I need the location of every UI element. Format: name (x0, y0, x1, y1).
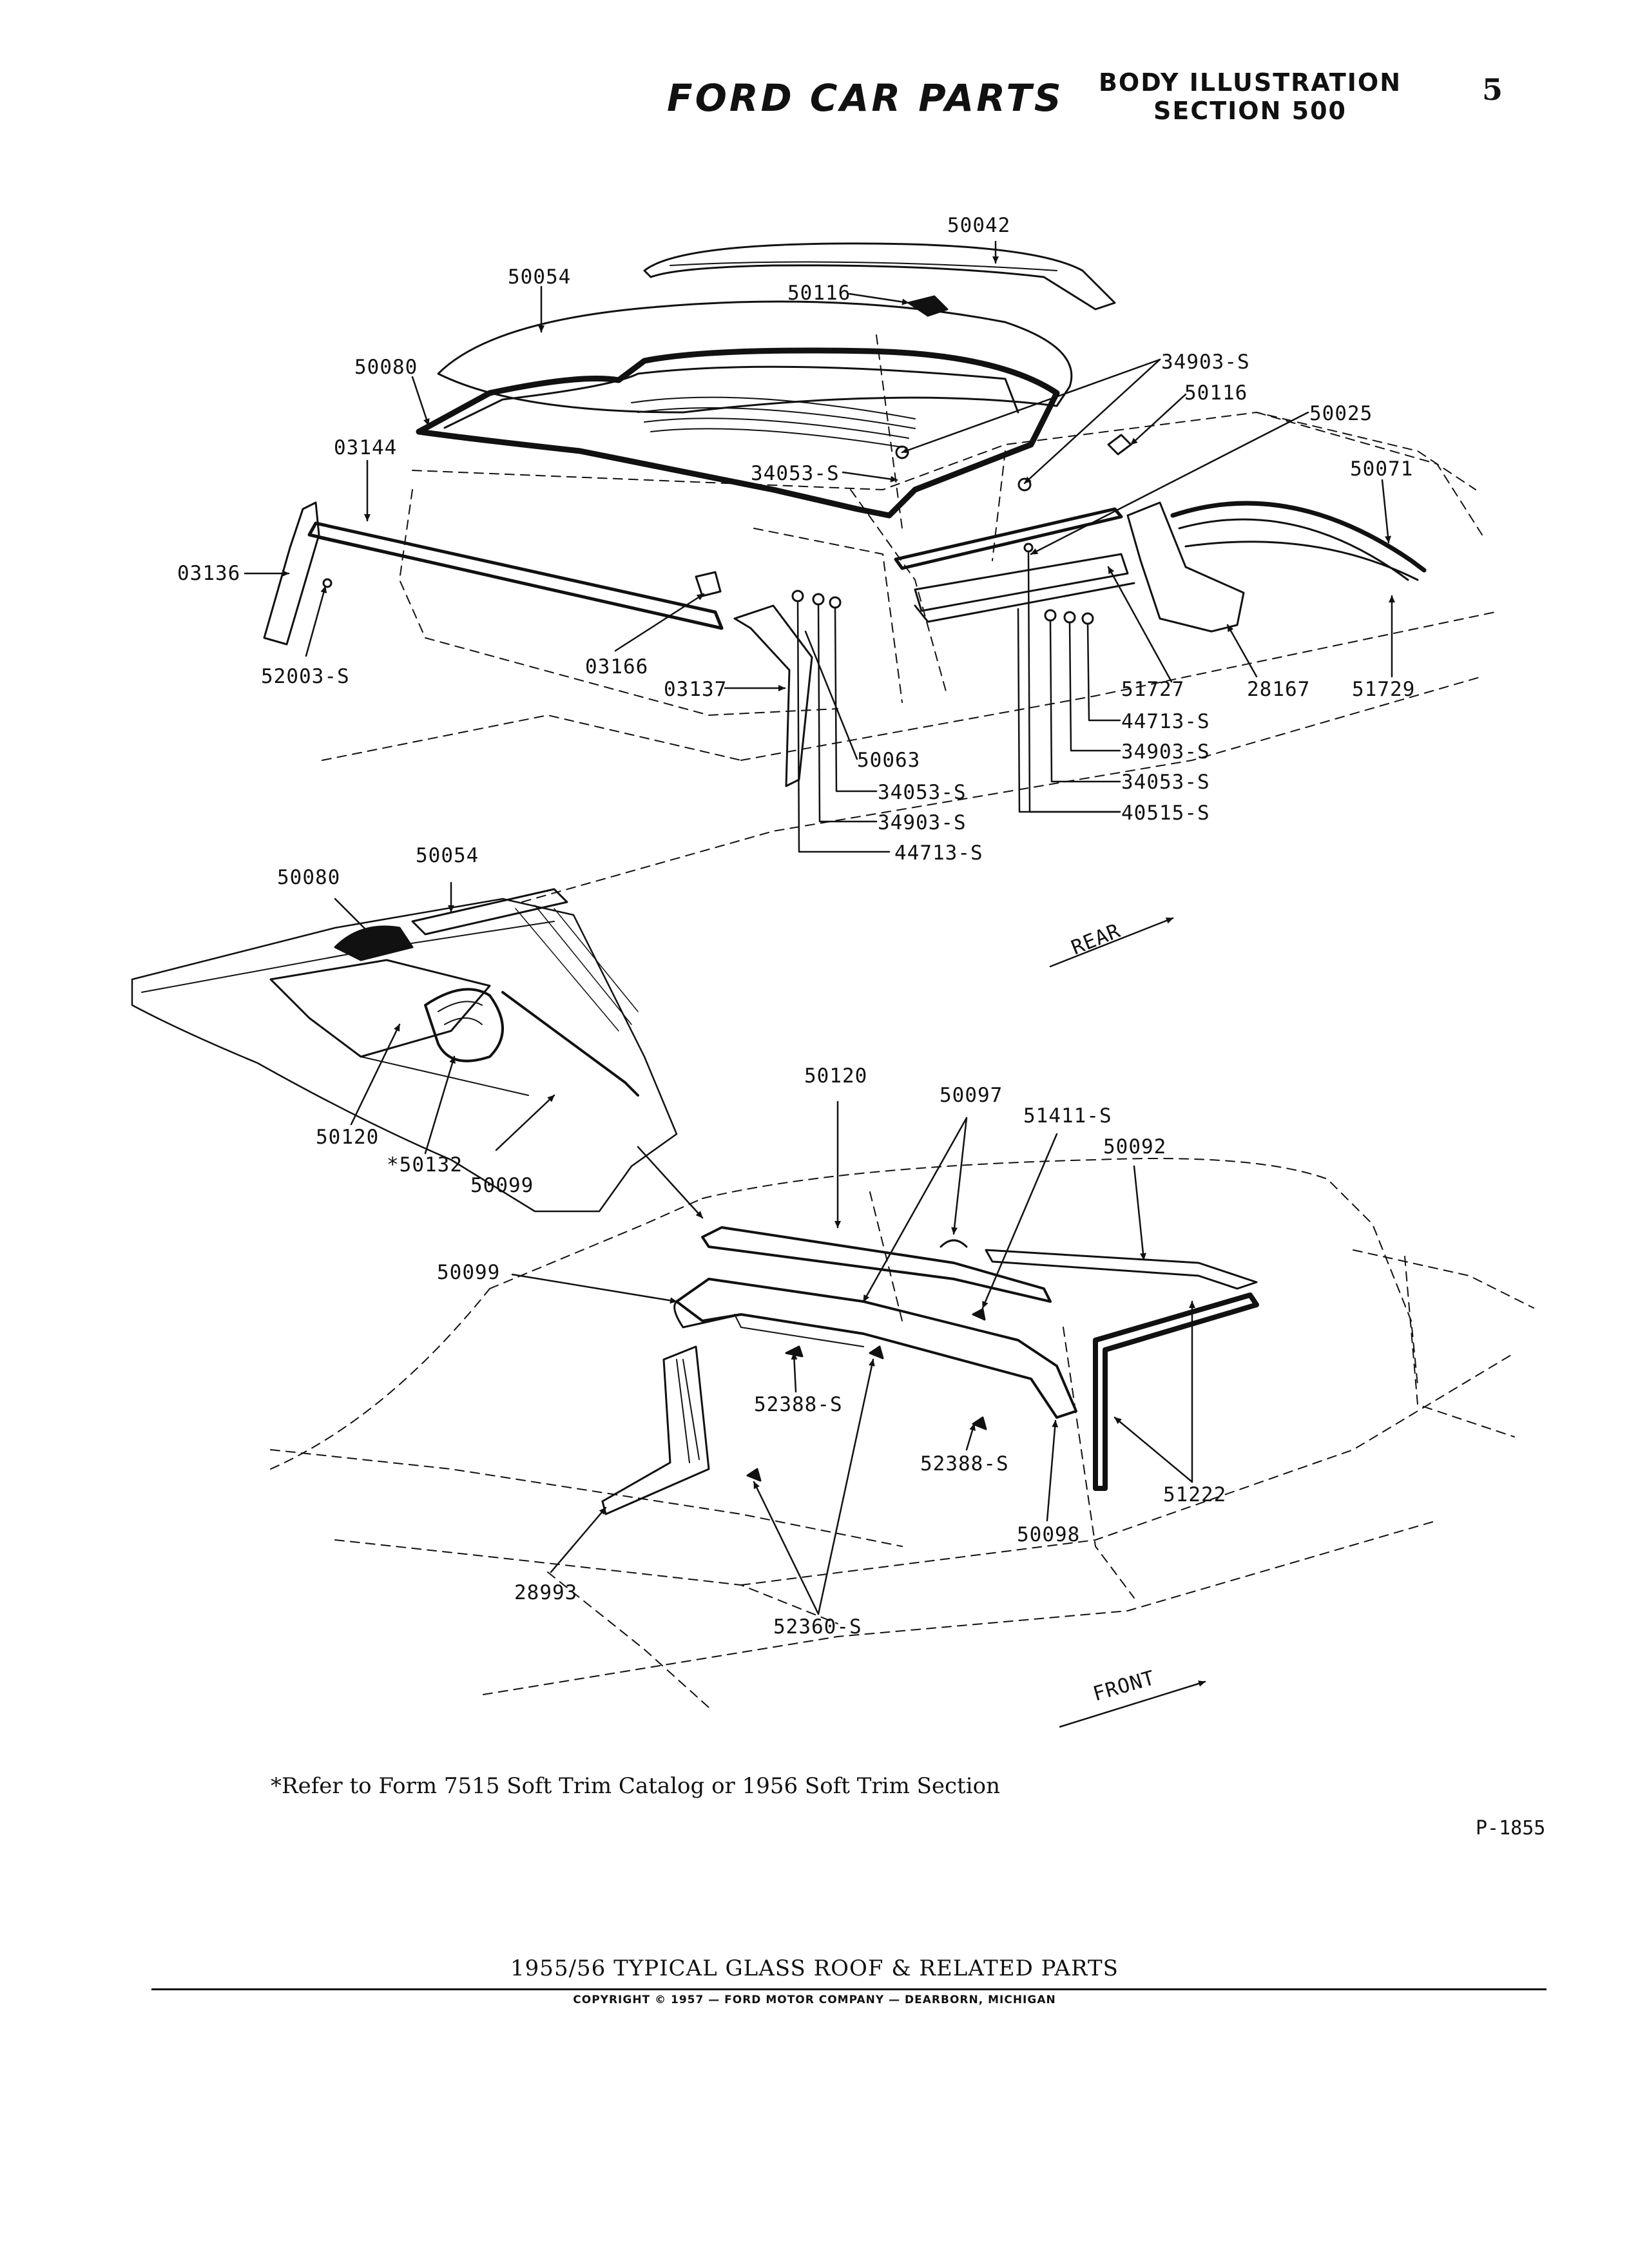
part-51729 (1184, 541, 1419, 581)
part-28993 (601, 1345, 710, 1515)
part-50071 (1170, 501, 1427, 573)
upper-body-outline (322, 334, 1496, 903)
lower-body-outline (270, 1158, 1534, 1708)
callout-52360: 52360-S (773, 1615, 862, 1639)
callout-40515: 40515-S (1121, 802, 1210, 825)
callout-50120-bottom: 50120 (804, 1064, 867, 1088)
callout-44713-right: 44713-S (1121, 710, 1210, 733)
callout-50098: 50098 (1017, 1523, 1080, 1546)
upper-leaders (244, 240, 1395, 853)
callout-34903-left: 34903-S (878, 811, 967, 834)
brand-title: FORD CAR PARTS (667, 76, 1064, 120)
callout-50042: 50042 (947, 214, 1010, 237)
part-51222-frame (1093, 1293, 1259, 1491)
callout-50054-inset: 50054 (416, 844, 479, 867)
callout-50080-top: 50080 (354, 356, 418, 379)
part-51727 (914, 553, 1129, 612)
roof-mesh (631, 396, 916, 448)
copyright-line: COPYRIGHT © 1957 — FORD MOTOR COMPANY — … (573, 1994, 1056, 2006)
parts-diagram: 50042 50054 50116 50080 34903-S 50116 50… (131, 214, 1534, 1728)
plate-code: P-1855 (1476, 1817, 1546, 1840)
callout-50025: 50025 (1309, 402, 1373, 425)
rear-label: REAR (1068, 919, 1124, 960)
callout-50054-top: 50054 (508, 265, 571, 289)
part-03166 (695, 571, 722, 597)
callout-50132: *50132 (387, 1153, 463, 1177)
callout-labels: 50042 50054 50116 50080 34903-S 50116 50… (177, 214, 1415, 1706)
page-number: 5 (1482, 72, 1503, 107)
callout-50120-inset: 50120 (316, 1126, 379, 1149)
callout-52003: 52003-S (261, 665, 350, 688)
callout-50116-a: 50116 (787, 282, 851, 305)
callout-03166: 03166 (585, 655, 648, 678)
callout-51727: 51727 (1121, 678, 1184, 701)
upper-exploded-view (263, 242, 1496, 903)
part-50120-rail (701, 1226, 1052, 1303)
part-50025 (894, 507, 1123, 570)
callout-52388-b: 52388-S (920, 1452, 1009, 1475)
callout-50099-bottom: 50099 (437, 1261, 500, 1284)
part-28167 (1126, 501, 1245, 633)
section-line-2: SECTION 500 (1153, 97, 1347, 125)
callout-34053-top: 34053-S (751, 462, 840, 485)
callout-28993: 28993 (514, 1581, 577, 1604)
part-50042 (643, 242, 1116, 311)
page-caption: 1955/56 TYPICAL GLASS ROOF & RELATED PAR… (510, 1956, 1119, 1981)
callout-52388-a: 52388-S (754, 1393, 843, 1416)
part-50116-clip (907, 295, 949, 317)
callout-50097: 50097 (940, 1084, 1003, 1107)
callout-51222: 51222 (1163, 1483, 1226, 1506)
part-03144 (307, 521, 724, 630)
part-03137 (733, 604, 813, 787)
callout-03137: 03137 (664, 678, 727, 701)
part-50092 (985, 1249, 1258, 1290)
callout-34053-right: 34053-S (1121, 771, 1210, 794)
callout-50071: 50071 (1350, 457, 1413, 481)
lower-leaders (511, 1100, 1195, 1615)
front-arrow (1059, 1680, 1206, 1728)
callout-51411: 51411-S (1023, 1104, 1112, 1128)
callout-28167: 28167 (1247, 678, 1310, 701)
callout-50063: 50063 (857, 749, 920, 772)
callout-03144: 03144 (334, 436, 397, 459)
section-heading: BODY ILLUSTRATION SECTION 500 (1083, 68, 1418, 125)
section-line-1: BODY ILLUSTRATION (1098, 68, 1402, 97)
callout-50116-b: 50116 (1184, 381, 1248, 405)
rear-arrow (1049, 917, 1174, 968)
callout-03136: 03136 (177, 562, 240, 585)
callout-50099-inset: 50099 (470, 1174, 534, 1197)
callout-34053-left: 34053-S (878, 781, 967, 804)
callout-51729: 51729 (1352, 678, 1415, 701)
part-50054-glass (437, 300, 1073, 414)
part-03136 (263, 501, 320, 646)
caption-rule (151, 1988, 1547, 1990)
callout-34903-right: 34903-S (1121, 740, 1210, 764)
part-50116-clip-b (1107, 434, 1132, 456)
inset-detail (131, 888, 678, 1213)
callout-50080-inset: 50080 (277, 866, 340, 889)
footnote: *Refer to Form 7515 Soft Trim Catalog or… (271, 1773, 1000, 1799)
inset-leaders (334, 881, 704, 1219)
callout-34903-top: 34903-S (1161, 351, 1250, 374)
lower-assembled-view (270, 1158, 1534, 1708)
callout-44713-left: 44713-S (894, 841, 983, 865)
callout-50092: 50092 (1103, 1135, 1166, 1158)
